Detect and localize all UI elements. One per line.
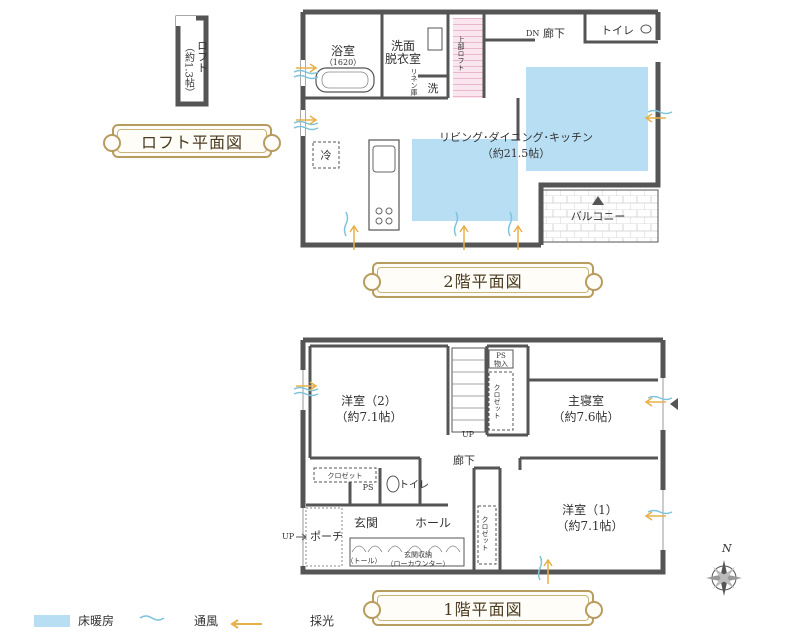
floor2-plan-title: 2階平面図	[443, 272, 523, 291]
bath-size: （1620）	[325, 58, 361, 67]
porch-arrow-icon	[296, 533, 307, 541]
ventilation-marks-1f	[293, 386, 673, 581]
western1-area: （約7.1帖）	[556, 518, 623, 533]
floor-heating-area	[412, 139, 518, 221]
stair-1f	[451, 347, 486, 433]
compass-icon	[706, 560, 742, 596]
closet-east-label: クロゼット	[481, 516, 489, 551]
porch-up-label: UP	[282, 532, 295, 541]
floor1-plan-title: 1階平面図	[443, 600, 523, 619]
daylight-marks-1f	[296, 381, 666, 584]
legend-floor-heating: 床暖房	[34, 612, 114, 629]
loft-plan-banner: ロフト平面図	[103, 124, 281, 158]
floor1-plan-banner: 1階平面図	[363, 590, 603, 626]
floor-heating-area	[526, 67, 648, 171]
floor2-inner-wall	[303, 14, 658, 140]
ps-label: PS	[363, 483, 374, 492]
floor2-plan: 浴室 （1620） 洗面 脱衣室 リネン庫 洗 上部ロフト DN 廊下 トイレ …	[293, 9, 673, 250]
legend-daylight-label: 採光	[310, 614, 335, 628]
porch-area	[305, 507, 343, 567]
ldk-label: リビング･ダイニング･キッチン	[439, 130, 593, 144]
entry-arrow-icon	[670, 398, 678, 410]
closet-center	[488, 371, 514, 431]
legend-daylight: 採光	[310, 612, 334, 629]
ldk-area: （約21.5帖）	[482, 146, 551, 160]
ps-storage-ps: PS	[496, 352, 506, 360]
hall-2f-label: 廊下	[543, 26, 565, 40]
legend-daylight-icon	[230, 619, 262, 629]
closet-west-label: クロゼット	[328, 471, 363, 480]
north-label: N	[721, 542, 732, 555]
legend-floor-heating-label: 床暖房	[78, 614, 115, 628]
western2-area: （約7.1帖）	[335, 409, 402, 424]
fridge-space	[312, 141, 340, 169]
western1-label: 洋室（1）	[562, 502, 618, 517]
loft-plan-title: ロフト平面図	[140, 133, 243, 152]
toilet-1f-bowl	[386, 475, 400, 493]
washer-label: 洗	[428, 82, 439, 95]
master-label: 主寝室	[568, 393, 604, 408]
shoe-storage-label: 玄関収納	[404, 550, 432, 559]
legend-ventilation-icon	[139, 615, 165, 621]
loft-wall	[175, 15, 209, 107]
floor2-plan-banner: 2階平面図	[363, 262, 603, 298]
loft-plan: ロフト （約1.3帖）	[175, 15, 209, 107]
ventilation-marks-2f	[293, 69, 673, 237]
closet-east	[477, 505, 497, 565]
legend-ventilation: 通風	[194, 612, 218, 629]
fridge-label: 冷	[321, 149, 332, 162]
ps-storage-label: 物入	[494, 359, 508, 368]
balcony-label: バルコニー	[571, 210, 626, 223]
toilet-2f-label: トイレ	[601, 24, 634, 37]
porch-label: ポーチ	[310, 530, 343, 543]
loft-label: ロフト	[196, 40, 209, 73]
master-area: （約7.6帖）	[552, 409, 619, 424]
tall-label: （トール）	[347, 557, 382, 565]
floor1-plan: UP PS 物入 クロゼット 洋室（2） （約7.1帖） 主寝室 （約7.6帖）…	[282, 337, 678, 584]
ps-storage-box	[488, 349, 514, 369]
bathtub	[315, 67, 375, 93]
kitchen-sink	[372, 145, 396, 173]
closet-center-label: クロゼット	[493, 384, 501, 419]
floor-heating-swatch	[34, 614, 70, 627]
shoe-storage-label-2: （ローカウンター）	[387, 559, 450, 568]
entrance-label: 玄関	[354, 515, 378, 530]
floor1-inner-wall	[306, 344, 658, 572]
shoe-storage	[349, 537, 465, 567]
floor2-outer-wall	[300, 9, 661, 248]
wash-basin	[427, 27, 443, 51]
balcony-arrow-icon	[592, 196, 604, 205]
linen-label: リネン庫	[410, 68, 418, 97]
closet-west	[313, 467, 377, 483]
up-label: UP	[462, 430, 475, 439]
daylight-marks-2f	[296, 63, 666, 250]
toilet-1f-label: トイレ	[399, 480, 429, 491]
western2-label: 洋室（2）	[341, 393, 397, 408]
dn-label: DN	[526, 29, 539, 38]
legend: 床暖房 通風 採光	[34, 612, 374, 629]
legend-ventilation-label: 通風	[194, 614, 219, 628]
loft-ladder-label: 上部ロフト	[457, 35, 465, 71]
floor1-outer-wall	[300, 337, 666, 575]
bath-label: 浴室	[331, 43, 355, 58]
washroom-label-2: 脱衣室	[385, 51, 421, 66]
toilet-2f-bowl	[640, 24, 652, 34]
hall2-label: ホール	[415, 516, 451, 530]
washroom-label: 洗面	[391, 39, 415, 53]
stair-2f	[453, 18, 484, 98]
hall-1f-label: 廊下	[453, 453, 475, 467]
loft-area: （約1.3帖）	[183, 42, 195, 98]
